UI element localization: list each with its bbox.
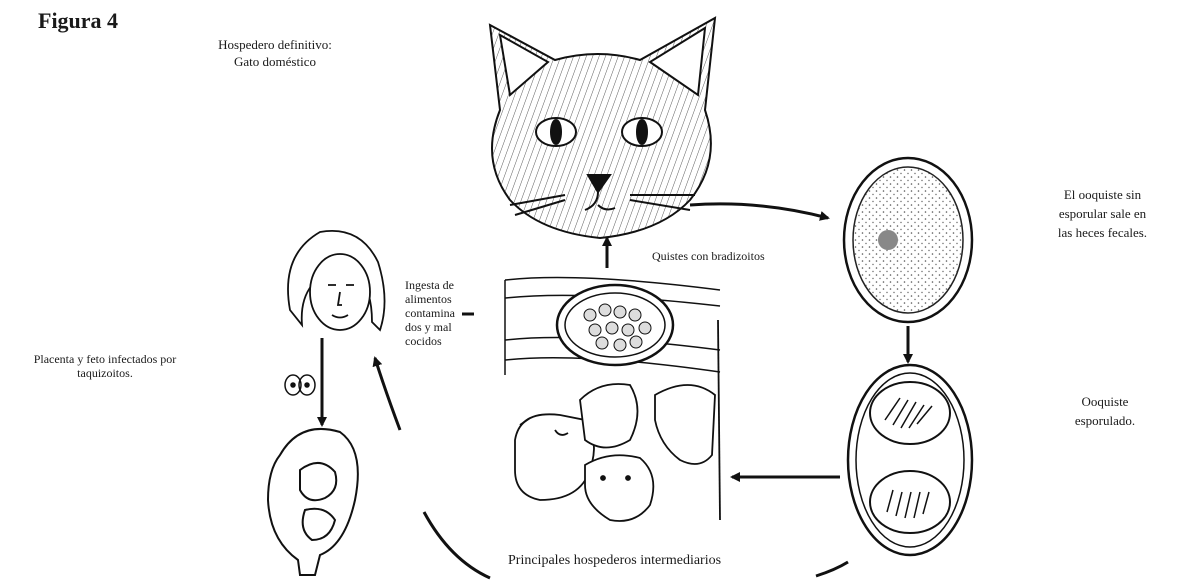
unsporulated-line1: El ooquiste sin bbox=[1035, 185, 1170, 204]
definitive-host-line1: Hospedero definitivo: bbox=[200, 36, 350, 53]
placenta-fetus-label: Placenta y feto infectados por taquizoit… bbox=[5, 352, 205, 380]
ingestion-line5: cocidos bbox=[405, 334, 455, 348]
ingestion-label: Ingesta de alimentos contamina dos y mal… bbox=[405, 278, 455, 348]
unsporulated-line2: esporular sale en bbox=[1035, 204, 1170, 223]
sporulated-line2: esporulado. bbox=[1055, 411, 1155, 430]
cat-head-icon bbox=[490, 18, 715, 238]
arrow-cat-to-oocyst bbox=[690, 204, 828, 218]
placenta-line2: taquizoitos. bbox=[5, 366, 205, 380]
arc-lower-right bbox=[816, 562, 848, 576]
arc-lower-left bbox=[424, 512, 490, 578]
woman-head-icon bbox=[288, 231, 385, 330]
muscle-tissue-cyst-icon bbox=[505, 278, 720, 375]
arrow-to-woman bbox=[375, 358, 400, 430]
ingestion-line4: dos y mal bbox=[405, 320, 455, 334]
fetus-in-uterus-icon bbox=[268, 429, 358, 575]
oocyst-unsporulated-icon bbox=[844, 158, 972, 322]
placenta-line1: Placenta y feto infectados por bbox=[5, 352, 205, 366]
definitive-host-line2: Gato doméstico bbox=[200, 53, 350, 70]
ingestion-line2: alimentos bbox=[405, 292, 455, 306]
sporulated-oocyst-label: Ooquiste esporulado. bbox=[1055, 392, 1155, 430]
sporulated-line1: Ooquiste bbox=[1055, 392, 1155, 411]
unsporulated-line3: las heces fecales. bbox=[1035, 223, 1170, 242]
cysts-bradyzoites-label: Quistes con bradizoitos bbox=[652, 248, 765, 265]
placenta-icon bbox=[285, 375, 315, 395]
ingestion-line1: Ingesta de bbox=[405, 278, 455, 292]
unsporulated-oocyst-label: El ooquiste sin esporular sale en las he… bbox=[1035, 185, 1170, 242]
oocyst-sporulated-icon bbox=[848, 365, 972, 555]
intermediate-hosts-label: Principales hospederos intermediarios bbox=[508, 552, 721, 569]
ingestion-line3: contamina bbox=[405, 306, 455, 320]
definitive-host-label: Hospedero definitivo: Gato doméstico bbox=[200, 36, 350, 70]
